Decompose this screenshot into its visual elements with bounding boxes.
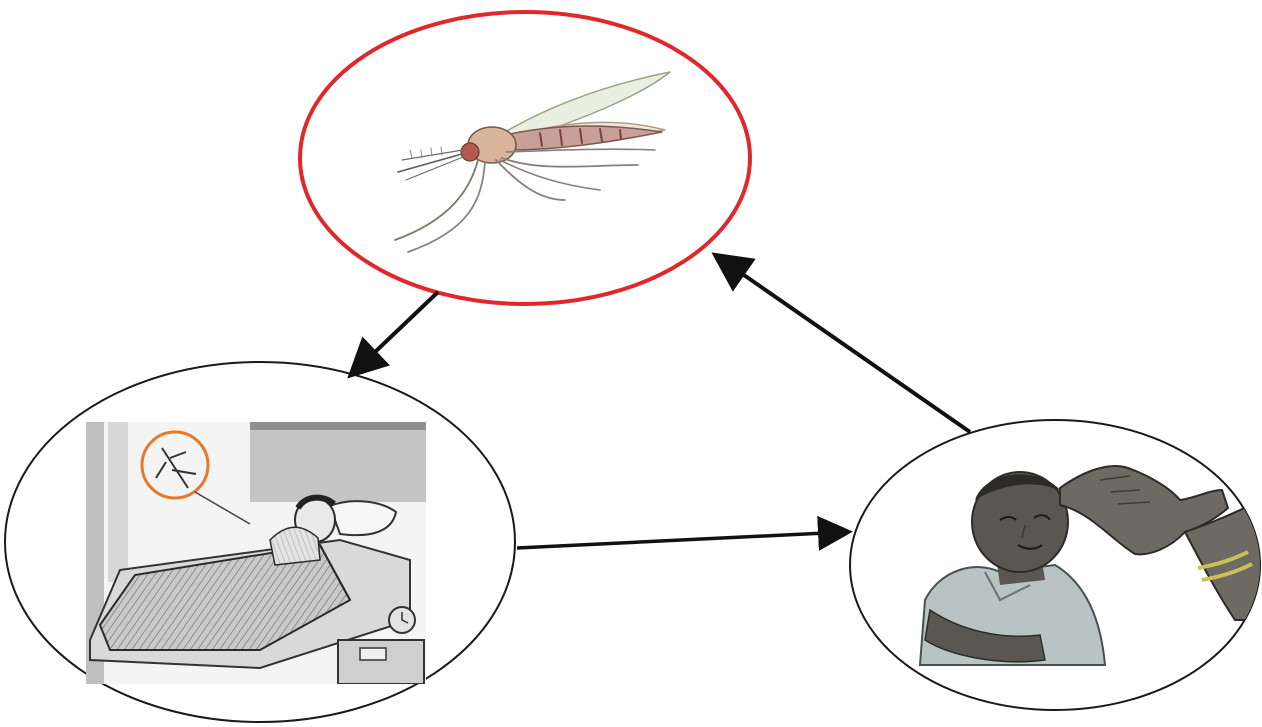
mosquito-node-ring xyxy=(300,12,750,304)
arrow-sleeping-person-to-sick-child xyxy=(517,532,846,548)
bed-icon xyxy=(86,422,426,684)
node-sick-child xyxy=(850,420,1262,710)
node-sleeping-person xyxy=(5,362,515,722)
node-mosquito xyxy=(300,12,750,304)
arrow-sick-child-to-mosquito xyxy=(718,257,970,432)
arrow-mosquito-to-sleeping-person xyxy=(353,292,438,373)
